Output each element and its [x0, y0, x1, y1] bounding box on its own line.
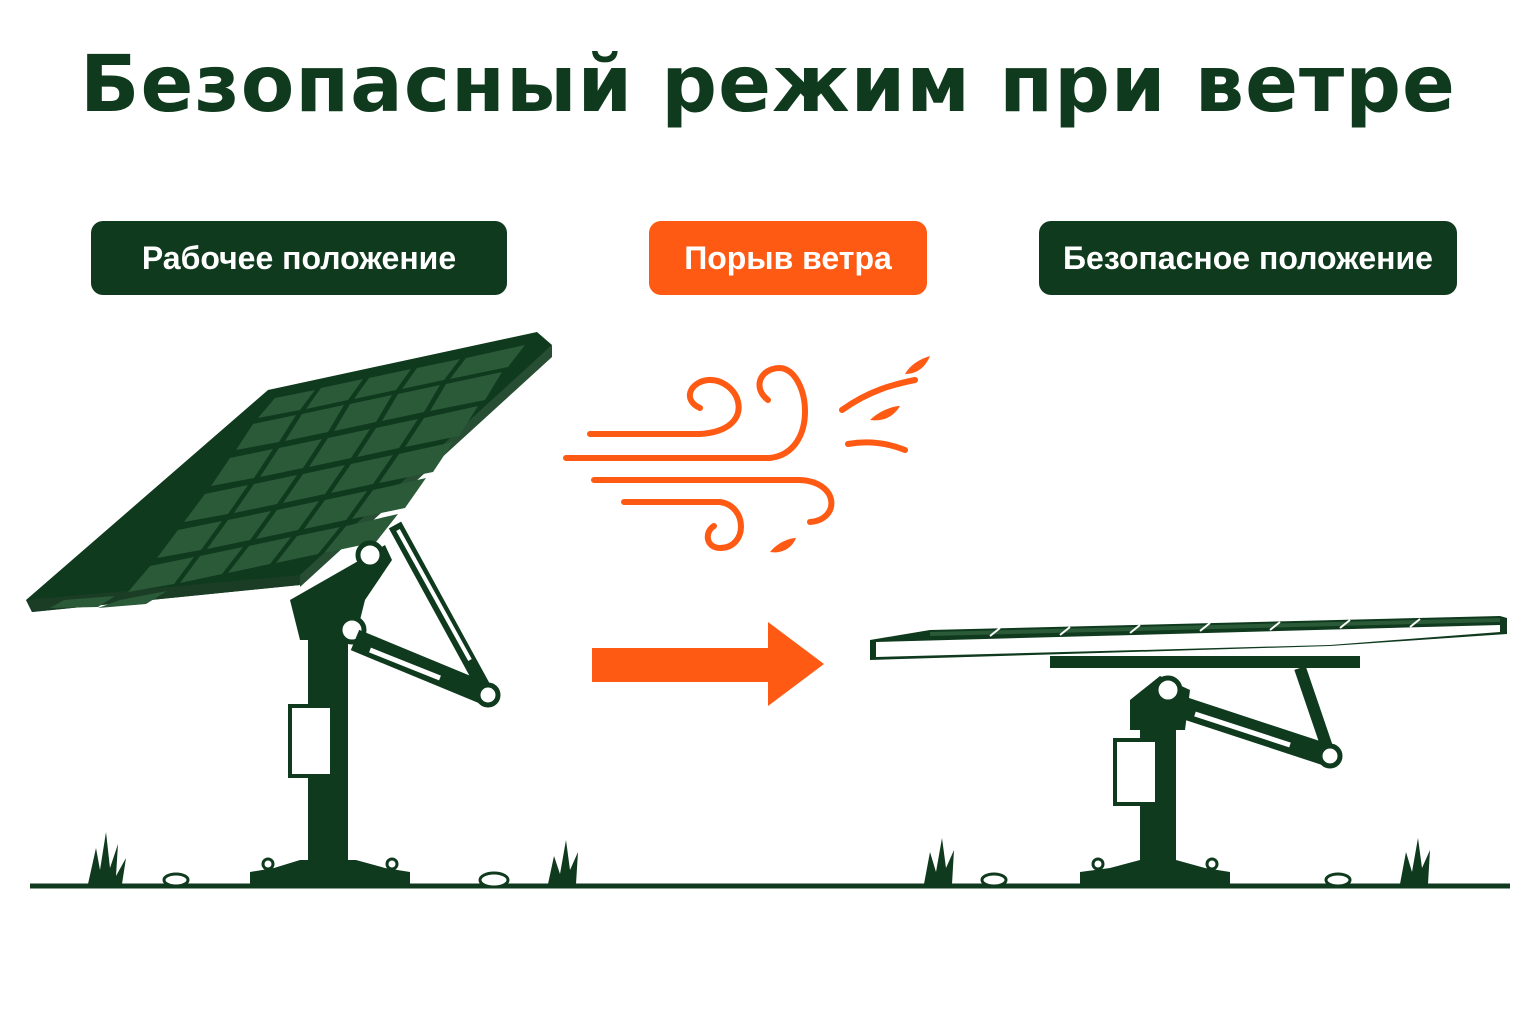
label-wind-gust: Порыв ветра	[649, 221, 927, 295]
solar-panel-tilted	[26, 332, 552, 884]
label-working-position: Рабочее положение	[91, 221, 507, 295]
arrow-right-icon	[592, 622, 824, 706]
label-working-text: Рабочее положение	[141, 239, 457, 276]
grass-tuft-icon	[88, 832, 1430, 884]
label-safe-text: Безопасное положение	[1063, 239, 1433, 276]
solar-panel-flat	[870, 616, 1507, 884]
leaf-icon	[770, 356, 930, 553]
page-title: Безопасный режим при ветре	[80, 40, 1456, 130]
label-gust-text: Порыв ветра	[684, 239, 892, 276]
wind-gust-icon	[563, 364, 918, 552]
label-safe-position: Безопасное положение	[1039, 221, 1457, 295]
stone-icon	[162, 871, 1352, 889]
